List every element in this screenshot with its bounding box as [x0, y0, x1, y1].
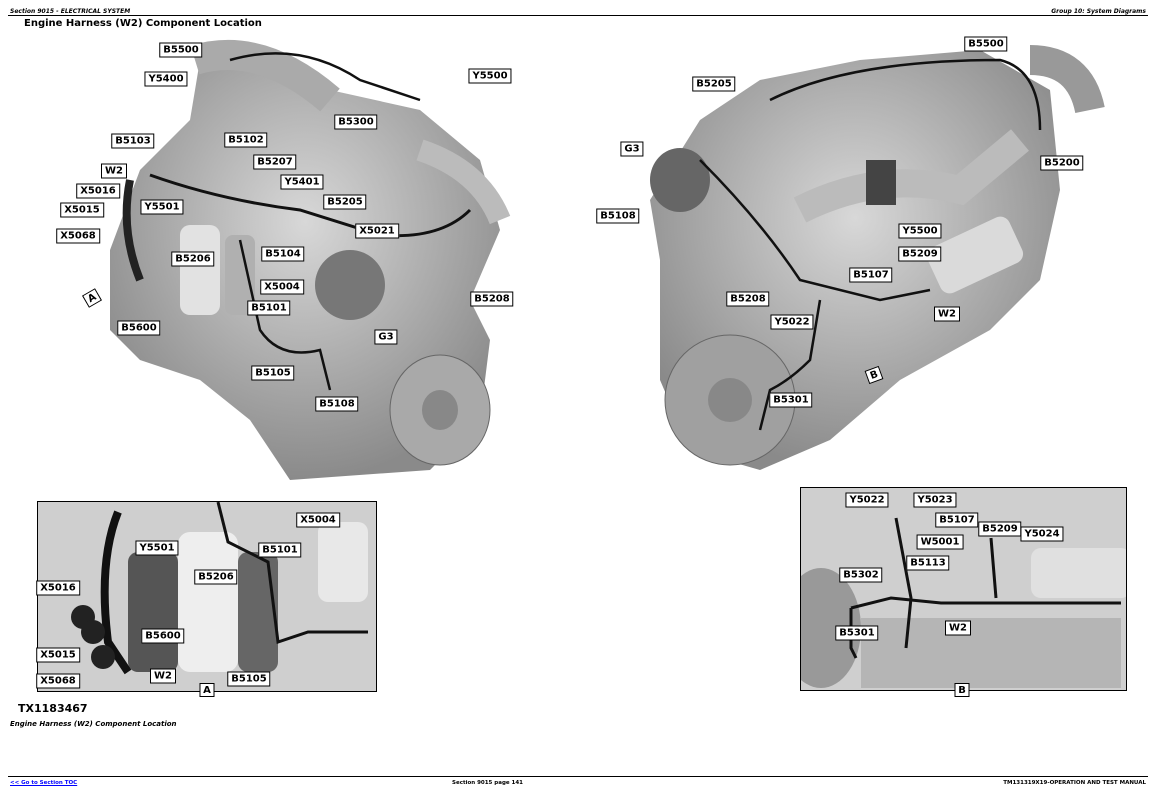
inset-b-art [801, 517, 1126, 688]
callout-label: B5208 [726, 291, 770, 307]
callout-label: G3 [620, 141, 644, 157]
callout-label: X5004 [296, 512, 340, 528]
callout-label: X5015 [36, 647, 80, 663]
inset-a-tag: A [199, 683, 215, 697]
callout-label: B5206 [194, 569, 238, 585]
callout-label: Y5023 [913, 492, 957, 508]
callout-label: X5015 [60, 202, 104, 218]
callout-label: B5102 [224, 132, 268, 148]
callout-label: B5101 [258, 542, 302, 558]
callout-label: X5068 [36, 673, 80, 689]
callout-label: W5001 [916, 534, 964, 550]
callout-label: Y5500 [468, 68, 512, 84]
callout-label: X5021 [355, 223, 399, 239]
callout-label: Y5501 [140, 199, 184, 215]
callout-label: Y5500 [898, 223, 942, 239]
callout-label: B5208 [470, 291, 514, 307]
callout-label: Y5022 [845, 492, 889, 508]
callout-label: B5302 [839, 567, 883, 583]
header-rule [8, 15, 1148, 16]
callout-label: X5068 [56, 228, 100, 244]
callout-label: Y5400 [144, 71, 188, 87]
callout-label: B5105 [227, 671, 271, 687]
header-section: Section 9015 - ELECTRICAL SYSTEM [10, 8, 131, 15]
callout-label: B5207 [253, 154, 297, 170]
section-toc-link[interactable]: << Go to Section TOC [10, 780, 78, 786]
callout-label: W2 [101, 163, 127, 179]
callout-label: B5200 [1040, 155, 1084, 171]
inset-b-tag: B [954, 683, 970, 697]
inset-view-a [37, 501, 377, 692]
callout-label: B5500 [964, 36, 1008, 52]
callout-label: Y5022 [770, 314, 814, 330]
callout-label: Y5024 [1020, 526, 1064, 542]
right-engine [650, 45, 1105, 470]
callout-label: B5101 [247, 300, 291, 316]
footer-rule [8, 776, 1148, 777]
callout-label: B5209 [978, 521, 1022, 537]
callout-label: B5107 [935, 512, 979, 528]
callout-label: W2 [150, 668, 176, 684]
callout-label: W2 [934, 306, 960, 322]
callout-label: B5209 [898, 246, 942, 262]
callout-label: B5105 [251, 365, 295, 381]
left-engine [110, 40, 511, 480]
callout-label: B5300 [334, 114, 378, 130]
callout-label: Y5401 [280, 174, 324, 190]
callout-label: B5107 [849, 267, 893, 283]
figure-caption: Engine Harness (W2) Component Location [10, 720, 177, 728]
callout-label: B5301 [769, 392, 813, 408]
inset-a-art [71, 502, 368, 675]
callout-label: B5206 [171, 251, 215, 267]
callout-label: B5108 [596, 208, 640, 224]
callout-label: G3 [374, 329, 398, 345]
callout-label: B5205 [323, 194, 367, 210]
callout-label: X5016 [36, 580, 80, 596]
callout-label: B5104 [261, 246, 305, 262]
callout-label: B5103 [111, 133, 155, 149]
callout-label: B5301 [835, 625, 879, 641]
callout-label: B5108 [315, 396, 359, 412]
footer-manual: TM131319X19-OPERATION AND TEST MANUAL [1003, 780, 1146, 786]
callout-label: Y5501 [135, 540, 179, 556]
callout-label: B5205 [692, 76, 736, 92]
callout-label: B5113 [906, 555, 950, 571]
footer-page: Section 9015 page 141 [452, 780, 524, 786]
callout-label: W2 [945, 620, 971, 636]
callout-label: B5600 [141, 628, 185, 644]
page-title: Engine Harness (W2) Component Location [24, 18, 262, 29]
callout-label: B5500 [159, 42, 203, 58]
callout-label: X5004 [260, 279, 304, 295]
callout-label: B5600 [117, 320, 161, 336]
header-group: Group 10: System Diagrams [1051, 8, 1146, 15]
figure-id: TX1183467 [18, 702, 88, 715]
callout-label: X5016 [76, 183, 120, 199]
